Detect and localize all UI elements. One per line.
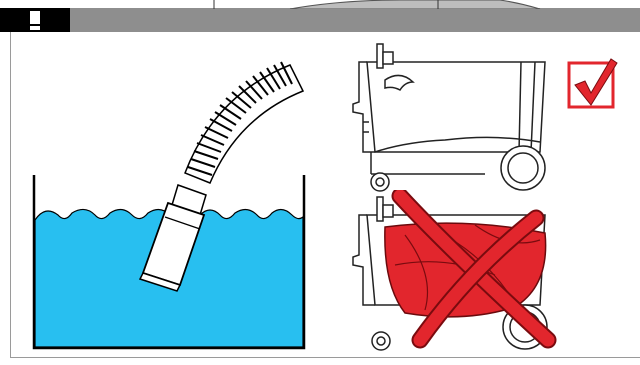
warning-exclamation-icon bbox=[30, 11, 40, 30]
container-outline bbox=[32, 175, 306, 350]
header-bar bbox=[0, 8, 640, 32]
previous-figure-fragment bbox=[213, 0, 541, 9]
vacuum-empty-illustration bbox=[352, 43, 546, 192]
frame-bottom-border bbox=[10, 357, 640, 358]
hose-in-liquid-illustration bbox=[32, 61, 306, 350]
frame-left-border bbox=[10, 32, 11, 358]
check-mark-icon bbox=[567, 58, 618, 109]
cross-mark-icon bbox=[391, 190, 557, 349]
suction-hose bbox=[138, 61, 305, 292]
